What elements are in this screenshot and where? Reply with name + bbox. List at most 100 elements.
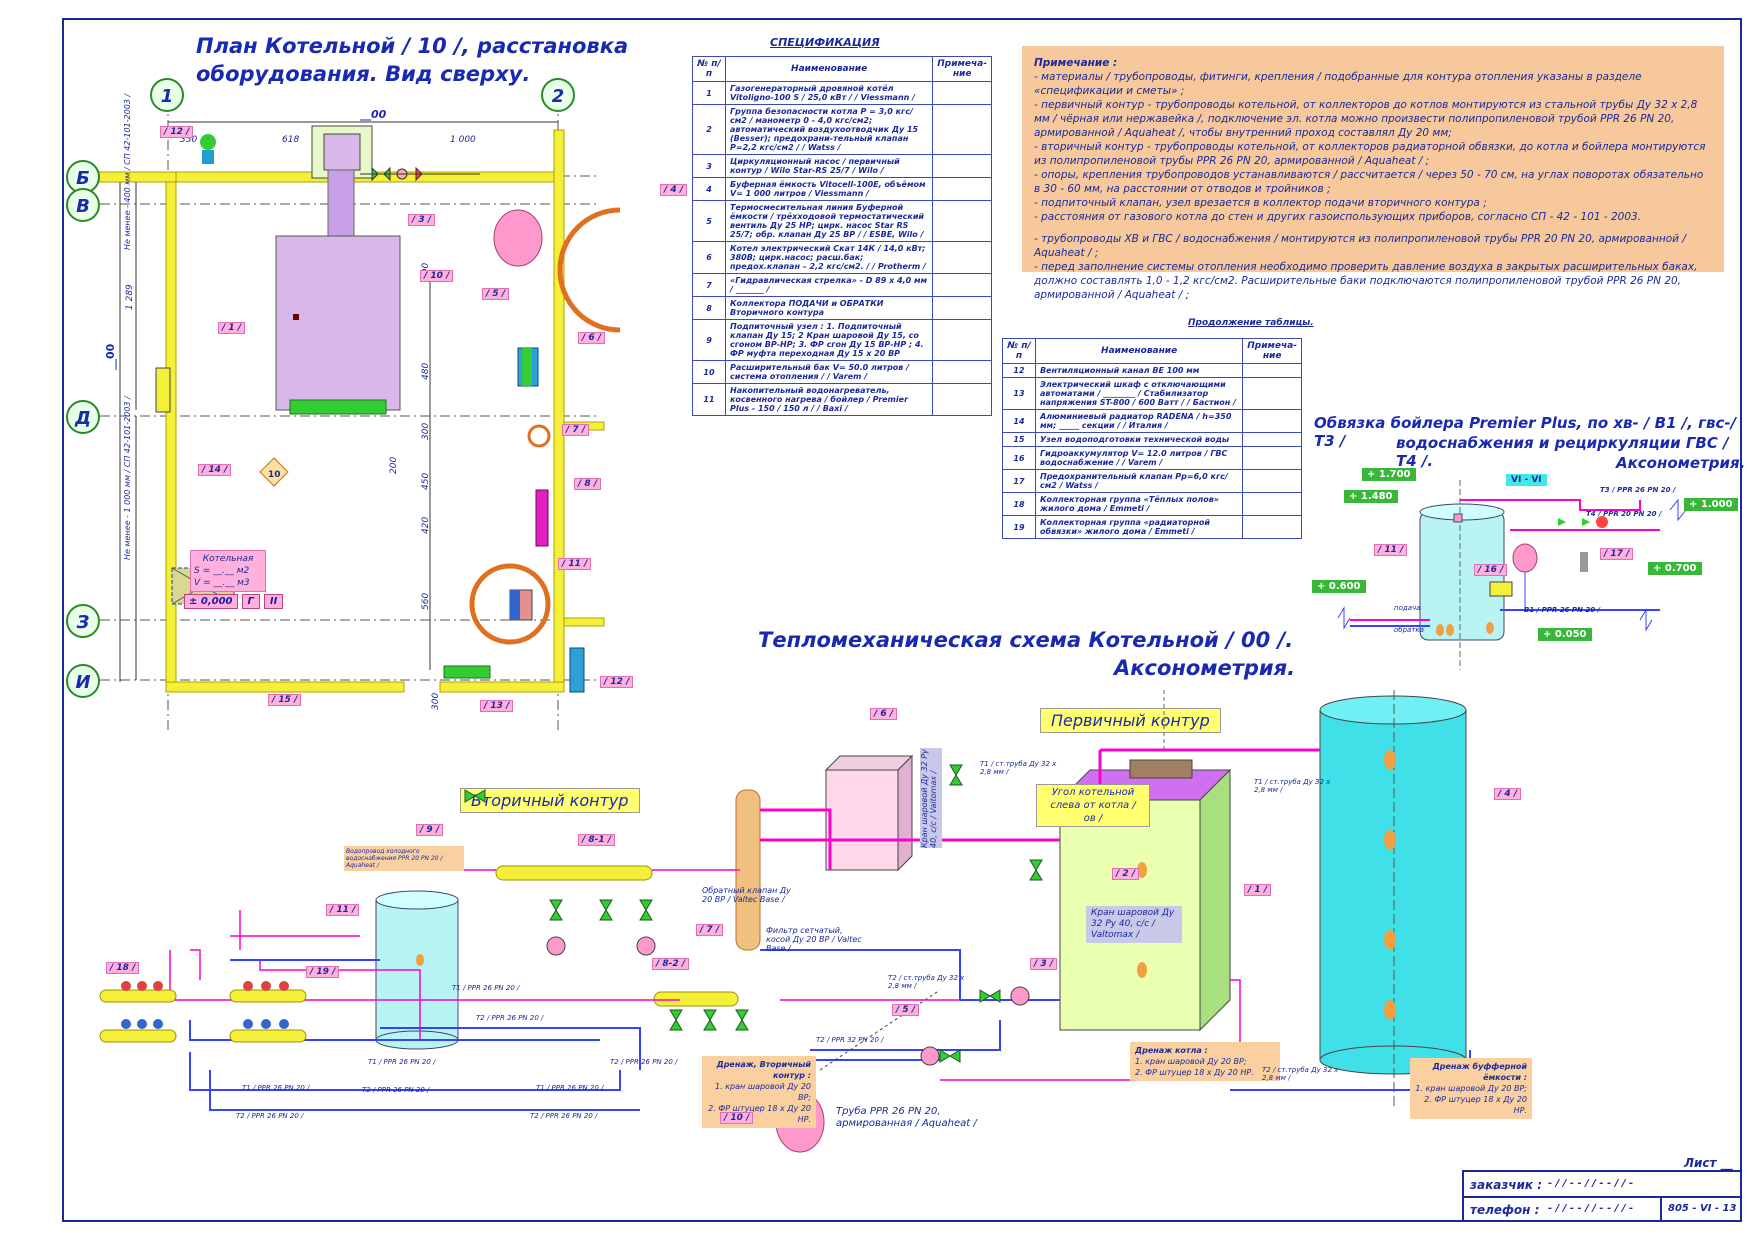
- notes-lines: - материалы / трубопроводы, фитинги, кре…: [1034, 70, 1712, 302]
- pipe-label-steel-t2b: T2 / ст.труба Ду 32 х 2,8 мм /: [1262, 1066, 1339, 1082]
- level-1000: + 1.000: [1684, 498, 1738, 511]
- dim-420: 420: [421, 517, 431, 534]
- spec2-cell-n: 17: [1002, 469, 1036, 493]
- note-line: [1034, 224, 1712, 232]
- pipe-label-steel-t2: T2 / ст.труба Ду 32 х 2,8 мм /: [888, 974, 965, 990]
- boiler-tag-16: / 16 /: [1474, 564, 1508, 576]
- phone-value: - / / - - / / - - / / -: [1548, 1203, 1634, 1214]
- thermo-tag-10: / 10 /: [720, 1112, 754, 1124]
- plan-tag-1: / 1 /: [218, 322, 246, 334]
- drawing-frame: [62, 18, 1742, 1222]
- note-line: - первичный контур - трубопроводы котель…: [1034, 99, 1698, 139]
- pipe-note-1: Труба PPR 26 PN 20,: [836, 1106, 941, 1117]
- thermo-tag-8-1: / 8-1 /: [578, 834, 616, 846]
- g-mark: Г: [241, 594, 260, 609]
- boiler-scheme-drawing: [1337, 480, 1687, 670]
- level-mark: ± 0,000: [184, 594, 238, 609]
- spec2-cell-note: [1242, 363, 1302, 378]
- spec2-head-name: Наименование: [1034, 338, 1244, 364]
- spec2-cell-note: [1242, 446, 1302, 470]
- spec2-cell-name: Предохранительный клапан Рр=6,0 кгс/см2 …: [1034, 469, 1244, 493]
- sp-bottom-note: Не менее - 1 000 мм / СП 42-101-2003 /: [123, 395, 132, 560]
- spec-cell-note: [932, 383, 992, 416]
- spec-cell-note: [932, 154, 992, 178]
- spec2-cell-n: 14: [1002, 409, 1036, 433]
- note-line: - расстояния от газового котла до стен и…: [1034, 211, 1642, 223]
- spec2-cell-note: [1242, 515, 1302, 539]
- spec-row: 7«Гидравлическая стрелка» - D 89 х 4,0 м…: [692, 273, 992, 297]
- spec-cell-note: [932, 241, 992, 274]
- plan-tag-4: / 4 /: [660, 184, 688, 196]
- thermo-tag-19: / 19 /: [306, 966, 340, 978]
- axis-2: 2: [541, 78, 575, 112]
- spec-caption: СПЕЦИФИКАЦИЯ: [770, 36, 880, 49]
- spec-head-name: Наименование: [724, 56, 934, 82]
- ii-mark: II: [263, 594, 284, 609]
- spec-cell-name: Группа безопасности котла P = 3,0 кгс/см…: [724, 104, 934, 155]
- plan-tag-15: / 15 /: [268, 694, 302, 706]
- drain-buffer-title: Дренаж буфферной ёмкости :: [1432, 1062, 1527, 1082]
- spec-cell-note: [932, 296, 992, 320]
- thermo-tag-1: / 1 /: [1244, 884, 1272, 896]
- spec-cell-n: 11: [692, 383, 726, 416]
- spec-cell-n: 1: [692, 81, 726, 105]
- note-line: - опоры, крепления трубопроводов устанав…: [1034, 169, 1704, 195]
- customer-label: заказчик :: [1470, 1178, 1543, 1192]
- level-0050: + 0.050: [1538, 628, 1592, 641]
- dim-560: 560: [421, 593, 431, 610]
- thermo-tag-5: / 5 /: [892, 1004, 920, 1016]
- plan-tag-12b: / 12 /: [600, 676, 634, 688]
- dim-618: 618: [282, 135, 299, 145]
- plan-tag-11: / 11 /: [558, 558, 592, 570]
- note-line: - перед заполнение системы отопления нео…: [1034, 261, 1698, 301]
- axis-1: 1: [150, 78, 184, 112]
- title-block: заказчик : - / / - - / / - - / / - телеф…: [1462, 1170, 1742, 1222]
- axis-v: В: [66, 188, 100, 222]
- spec-cell-name: Котел электрический Скат 14К / 14,0 кВт;…: [724, 241, 934, 274]
- pipe-label-t1-d: T1 / PPR 26 PN 20 /: [536, 1084, 604, 1092]
- pipe-label-t2-e: T2 / PPR 26 PN 20 /: [530, 1112, 598, 1120]
- floor-plan: __00 350 618 1 000 1 289 __00 900 480 30…: [79, 93, 620, 730]
- spec-cell-n: 2: [692, 104, 726, 155]
- plan-tag-12a: / 12 /: [160, 126, 194, 138]
- spec2-cell-note: [1242, 377, 1302, 410]
- thermo-title-1: Тепломеханическая схема Котельной / 00 /…: [758, 628, 1294, 652]
- boiler-title-1: Обвязка бойлера Premier Plus, по хв- / В…: [1314, 414, 1737, 450]
- level-1480: + 1.480: [1344, 490, 1398, 503]
- check-valve-note: Обратный клапан Ду 20 ВР / Valtec Base /: [702, 886, 791, 904]
- spec-cell-n: 5: [692, 200, 726, 242]
- drain-secondary-1: 1. кран шаровой Ду 20 ВР;: [714, 1082, 811, 1102]
- room-info: Котельная S = __.__ м2 V = __.__ м3: [190, 550, 266, 592]
- spec-cell-name: Термосмесительная линия Буферной ёмкости…: [724, 200, 934, 242]
- note-line: - подпиточный клапан, узел врезается в к…: [1034, 197, 1487, 209]
- thermo-tag-9: / 9 /: [416, 824, 444, 836]
- level-row: ± 0,000 Г II: [184, 594, 284, 609]
- pipe-t3: T3 / PPR 26 PN 20 /: [1600, 486, 1676, 494]
- spec2-caption: Продолжение таблицы.: [1188, 318, 1314, 328]
- spec-cell-n: 6: [692, 241, 726, 274]
- spec2-cell-name: Коллекторная группа «радиаторной обвязки…: [1034, 515, 1244, 539]
- spec2-cell-name: Алюминиевый радиатор RADENA / h=350 мм; …: [1034, 409, 1244, 433]
- plan-tag-8: / 8 /: [574, 478, 602, 490]
- thermo-tag-3: / 3 /: [1030, 958, 1058, 970]
- dim-450: 450: [421, 473, 431, 490]
- bypass-note: Водопровод холодного водоснабжения PPR 2…: [344, 846, 464, 871]
- spec-cell-note: [932, 104, 992, 155]
- thermo-tag-7: / 7 /: [696, 924, 724, 936]
- spec-cell-n: 9: [692, 319, 726, 361]
- pipe-label-t2-a: T2 / PPR 26 PN 20 /: [476, 1014, 544, 1022]
- pipe-label-t1-a: T1 / PPR 26 PN 20 /: [452, 984, 520, 992]
- marker-10: 10: [268, 470, 281, 480]
- thermo-tag-2: / 2 /: [1112, 868, 1140, 880]
- pipe-label-t2-ppr32: T2 / PPR 32 PN 20 /: [816, 1036, 884, 1044]
- spec2-head-note: Примеча-ние: [1242, 338, 1302, 364]
